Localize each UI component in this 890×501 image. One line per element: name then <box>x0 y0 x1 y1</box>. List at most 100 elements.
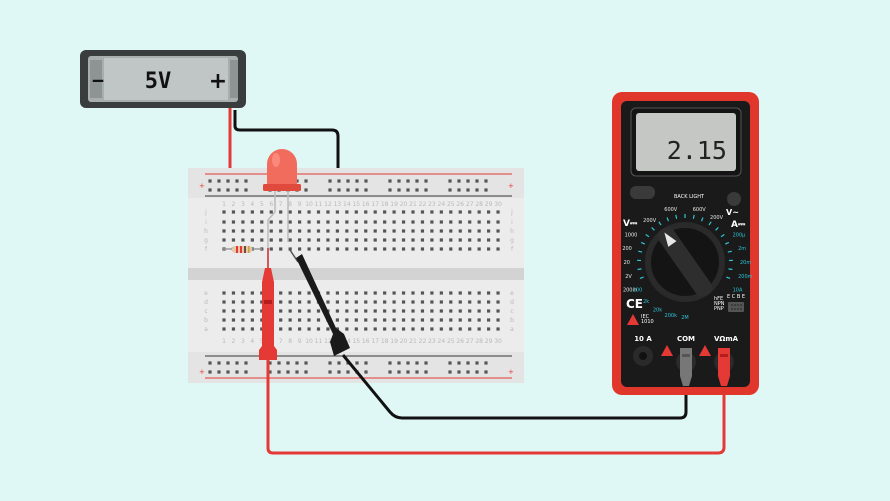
breadboard-hole[interactable] <box>484 188 488 192</box>
breadboard-hole[interactable] <box>401 318 406 322</box>
breadboard-hole[interactable] <box>288 238 292 242</box>
breadboard-hole[interactable] <box>468 318 472 322</box>
breadboard-hole[interactable] <box>354 247 358 251</box>
breadboard-hole[interactable] <box>304 370 308 374</box>
breadboard-hole[interactable] <box>217 361 221 365</box>
breadboard-hole[interactable] <box>430 238 434 242</box>
breadboard-hole[interactable] <box>355 188 359 192</box>
breadboard-hole[interactable] <box>487 229 491 233</box>
breadboard-hole[interactable] <box>411 300 415 304</box>
breadboard-hole[interactable] <box>383 220 387 224</box>
breadboard-hole[interactable] <box>411 247 415 251</box>
breadboard-hole[interactable] <box>316 318 321 322</box>
breadboard-hole[interactable] <box>231 210 236 214</box>
breadboard-hole[interactable] <box>335 229 339 233</box>
breadboard-hole[interactable] <box>298 327 302 331</box>
breadboard-hole[interactable] <box>260 327 264 331</box>
breadboard-hole[interactable] <box>326 210 330 214</box>
breadboard-hole[interactable] <box>392 229 396 233</box>
breadboard-hole[interactable] <box>235 188 239 192</box>
hfe-socket[interactable] <box>728 302 744 312</box>
breadboard-hole[interactable] <box>279 327 283 331</box>
breadboard-hole[interactable] <box>477 238 481 242</box>
breadboard-hole[interactable] <box>304 179 308 183</box>
breadboard-hole[interactable] <box>241 229 245 233</box>
breadboard-hole[interactable] <box>335 210 339 214</box>
breadboard-hole[interactable] <box>420 300 425 304</box>
breadboard-hole[interactable] <box>424 361 428 365</box>
breadboard-hole[interactable] <box>304 361 308 365</box>
breadboard-hole[interactable] <box>279 210 283 214</box>
breadboard-hole[interactable] <box>298 318 302 322</box>
breadboard-hole[interactable] <box>208 370 212 374</box>
breadboard-hole[interactable] <box>355 179 359 183</box>
breadboard-hole[interactable] <box>439 300 443 304</box>
breadboard-hole[interactable] <box>286 361 290 365</box>
breadboard-hole[interactable] <box>415 179 419 183</box>
breadboard-hole[interactable] <box>392 300 396 304</box>
breadboard-hole[interactable] <box>449 220 453 224</box>
breadboard-hole[interactable] <box>415 361 419 365</box>
breadboard-hole[interactable] <box>449 238 453 242</box>
breadboard-hole[interactable] <box>397 179 401 183</box>
breadboard-hole[interactable] <box>468 247 472 251</box>
breadboard-hole[interactable] <box>364 229 368 233</box>
breadboard-hole[interactable] <box>477 220 481 224</box>
breadboard-hole[interactable] <box>328 361 332 365</box>
breadboard-hole[interactable] <box>364 188 368 192</box>
breadboard-hole[interactable] <box>250 220 254 224</box>
breadboard-hole[interactable] <box>449 229 453 233</box>
breadboard-hole[interactable] <box>337 179 341 183</box>
breadboard-hole[interactable] <box>477 229 481 233</box>
breadboard-hole[interactable] <box>397 361 401 365</box>
breadboard-hole[interactable] <box>392 220 396 224</box>
breadboard-hole[interactable] <box>328 370 332 374</box>
breadboard-hole[interactable] <box>449 210 453 214</box>
breadboard-hole[interactable] <box>260 238 264 242</box>
breadboard-hole[interactable] <box>316 229 321 233</box>
breadboard-hole[interactable] <box>477 210 481 214</box>
breadboard-hole[interactable] <box>328 179 332 183</box>
breadboard-hole[interactable] <box>345 220 349 224</box>
breadboard-hole[interactable] <box>335 247 339 251</box>
breadboard-hole[interactable] <box>420 220 425 224</box>
breadboard-hole[interactable] <box>373 220 377 224</box>
breadboard-hole[interactable] <box>222 220 226 224</box>
breadboard-hole[interactable] <box>307 238 311 242</box>
breadboard-hole[interactable] <box>383 318 387 322</box>
breadboard-hole[interactable] <box>345 210 349 214</box>
breadboard-hole[interactable] <box>373 300 377 304</box>
breadboard-hole[interactable] <box>364 318 368 322</box>
breadboard-hole[interactable] <box>388 188 392 192</box>
breadboard-hole[interactable] <box>457 370 461 374</box>
breadboard-hole[interactable] <box>260 318 264 322</box>
breadboard-hole[interactable] <box>430 327 434 331</box>
breadboard-hole[interactable] <box>424 188 428 192</box>
breadboard-hole[interactable] <box>277 361 281 365</box>
breadboard-hole[interactable] <box>269 247 273 251</box>
breadboard-hole[interactable] <box>383 309 387 313</box>
breadboard-hole[interactable] <box>208 188 212 192</box>
breadboard-hole[interactable] <box>496 238 500 242</box>
breadboard-hole[interactable] <box>401 309 406 313</box>
breadboard-hole[interactable] <box>468 300 472 304</box>
breadboard-hole[interactable] <box>231 318 236 322</box>
breadboard-hole[interactable] <box>307 220 311 224</box>
breadboard-hole[interactable] <box>392 309 396 313</box>
breadboard-hole[interactable] <box>411 291 415 295</box>
breadboard-hole[interactable] <box>496 291 500 295</box>
breadboard-hole[interactable] <box>373 210 377 214</box>
breadboard-hole[interactable] <box>487 291 491 295</box>
breadboard-hole[interactable] <box>279 238 283 242</box>
breadboard-hole[interactable] <box>307 309 311 313</box>
breadboard-hole[interactable] <box>279 291 283 295</box>
breadboard-hole[interactable] <box>383 291 387 295</box>
breadboard-hole[interactable] <box>468 210 472 214</box>
breadboard-hole[interactable] <box>354 318 358 322</box>
breadboard-hole[interactable] <box>335 327 339 331</box>
breadboard-hole[interactable] <box>449 247 453 251</box>
breadboard-hole[interactable] <box>458 318 462 322</box>
breadboard-hole[interactable] <box>279 300 283 304</box>
breadboard-hole[interactable] <box>316 327 321 331</box>
breadboard-hole[interactable] <box>373 291 377 295</box>
